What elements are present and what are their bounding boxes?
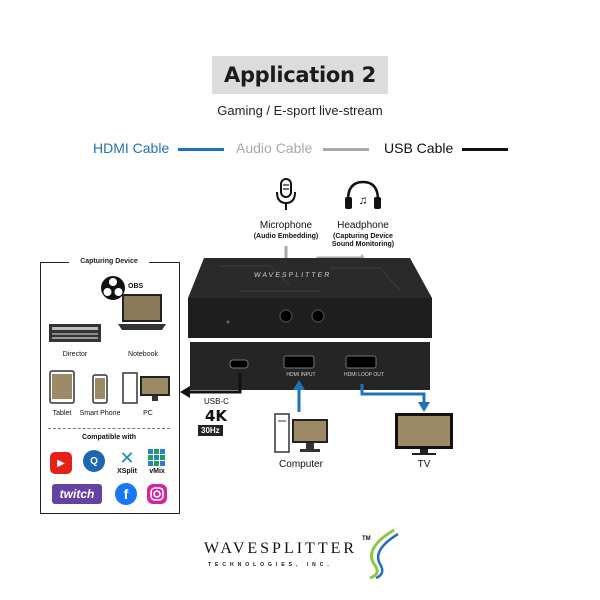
divider <box>48 428 170 429</box>
tablet-label: Tablet <box>52 410 72 417</box>
xsplit-icon: ✕ <box>119 448 135 468</box>
usb-c-label: USB-C <box>204 397 229 406</box>
quicktime-icon: Q <box>83 450 105 472</box>
capturing-title: Capturing Device <box>69 258 149 265</box>
hdmi-input-label: HDMI INPUT <box>286 372 316 378</box>
microphone-icon <box>276 178 296 210</box>
obs-label: OBS <box>128 283 144 290</box>
microphone-sub: (Audio Embedding) <box>253 233 319 240</box>
legend-hdmi-line <box>178 148 224 151</box>
instagram-icon <box>147 484 167 504</box>
legend-hdmi-label: HDMI Cable <box>93 140 170 156</box>
tablet-icon <box>49 370 75 404</box>
microphone-label: Microphone <box>259 220 313 231</box>
brand-logo: WAVESPLITTER <box>204 540 358 557</box>
tv-icon <box>395 413 453 455</box>
logo-tm: TM <box>362 536 371 542</box>
obs-icon <box>101 276 125 300</box>
smartphone-label: Smart Phone <box>79 410 121 417</box>
logo-swoosh <box>369 528 399 580</box>
svg-text:♫: ♫ <box>359 193 368 207</box>
facebook-icon: f <box>115 483 137 505</box>
headphone-sub2: Sound Monitoring) <box>331 241 395 248</box>
splitter-device <box>188 258 432 390</box>
computer-label: Computer <box>279 459 323 470</box>
hdmi-loop-label: HDMI LOOP OUT <box>344 372 384 378</box>
resolution-label: 4K <box>205 407 228 425</box>
xsplit-label: XSplit <box>117 468 137 475</box>
headphone-label: Headphone <box>337 220 389 231</box>
vmix-icon <box>148 449 165 466</box>
legend-usb-label: USB Cable <box>384 140 454 156</box>
vmix-label: vMix <box>149 468 165 475</box>
page-title: Application 2 <box>212 56 388 94</box>
headphone-sub1: (Capturing Device <box>333 233 393 240</box>
legend-audio-label: Audio Cable <box>236 140 313 156</box>
notebook-icon <box>118 294 166 330</box>
tv-label: TV <box>417 459 431 470</box>
pc-icon <box>122 372 170 404</box>
director-icon <box>49 324 101 342</box>
logo-sub: TECHNOLOGIES, INC. <box>208 562 333 568</box>
legend-audio-line <box>323 148 369 151</box>
pc-label: PC <box>143 410 153 417</box>
refresh-badge: 30Hz <box>198 425 223 436</box>
legend-usb-line <box>462 148 508 151</box>
twitch-icon: twitch <box>52 484 102 504</box>
headphone-icon: ♫ <box>345 180 381 209</box>
computer-icon <box>274 413 328 453</box>
subtitle: Gaming / E-sport live-stream <box>217 103 383 118</box>
youtube-icon: ▶ <box>50 452 72 474</box>
director-label: Director <box>62 351 88 358</box>
compatible-label: Compatible with <box>81 434 137 441</box>
smartphone-icon <box>92 374 108 404</box>
notebook-label: Notebook <box>128 351 158 358</box>
